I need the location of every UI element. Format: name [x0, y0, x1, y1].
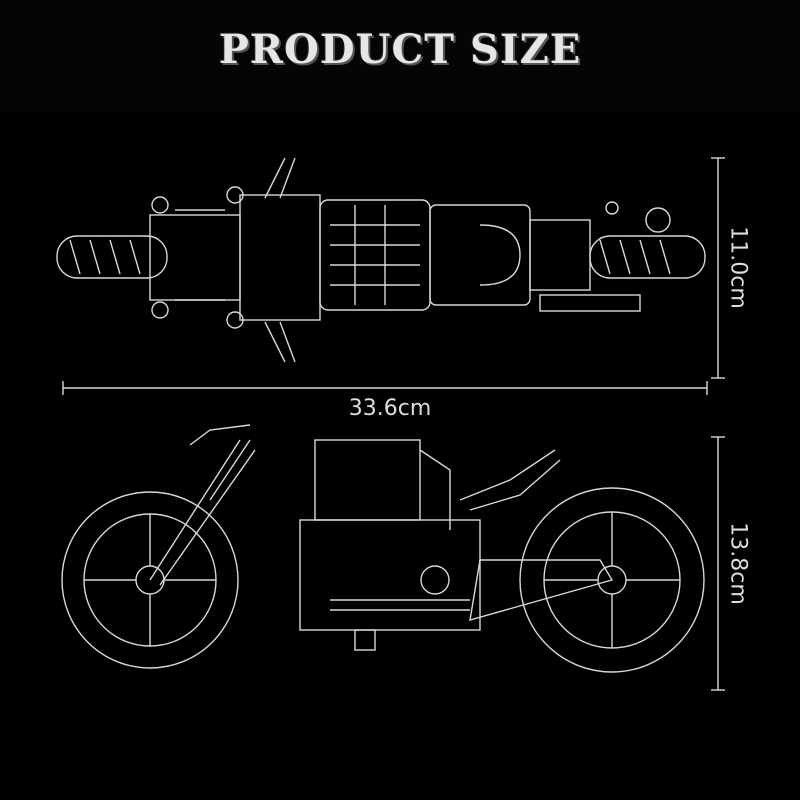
motorcycle-top-view [56, 157, 706, 363]
header-band [0, 0, 800, 112]
width-label: 11.0cm [725, 226, 751, 309]
width-dimension-line [711, 157, 725, 379]
page-title: PRODUCT SIZE [218, 26, 582, 73]
length-dimension-line [62, 381, 708, 395]
height-label: 13.8cm [725, 522, 751, 605]
length-label: 33.6cm [348, 396, 432, 421]
motorcycle-side-view [61, 424, 705, 673]
height-dimension-line [711, 436, 725, 691]
